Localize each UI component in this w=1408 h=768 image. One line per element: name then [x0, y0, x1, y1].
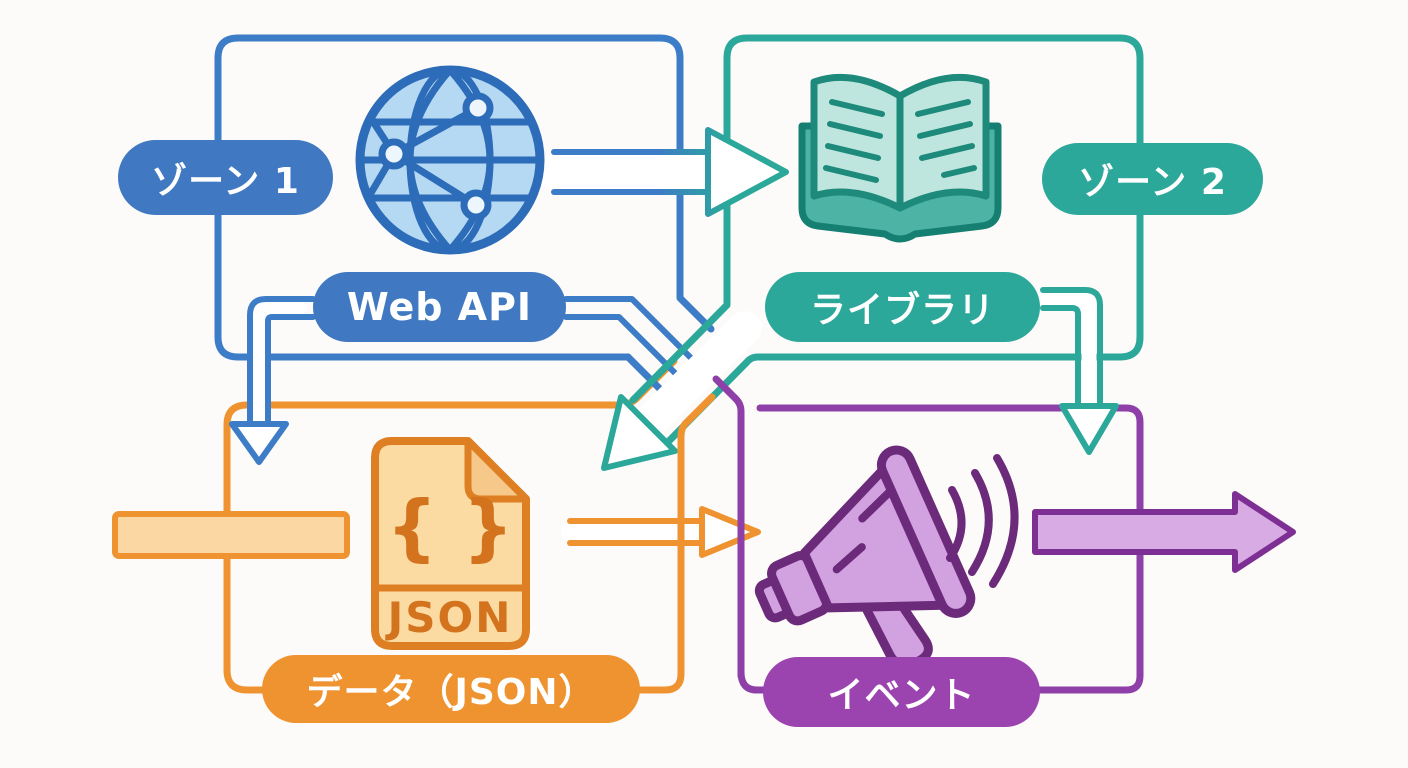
library-label-pill: ライブラリ — [765, 272, 1040, 342]
event-box-left-border — [712, 375, 745, 680]
megaphone-icon — [754, 445, 1019, 670]
globe-to-book-arrow — [536, 127, 789, 217]
zone2-label-pill: ゾーン 2 — [1042, 143, 1263, 215]
open-book-icon — [798, 73, 1002, 243]
json-label: JSON — [385, 593, 513, 642]
left-inlet-bar — [112, 511, 350, 559]
json-file-icon: { } JSON — [371, 437, 530, 650]
data-box-right-border — [638, 393, 716, 694]
json-to-megaphone-arrow — [561, 506, 761, 558]
event-zone-box — [737, 404, 1144, 694]
event-outlet-arrow — [1032, 491, 1296, 573]
zone1-label-pill: ゾーン 1 — [118, 140, 333, 215]
webapi-down-to-data-arrow — [229, 296, 316, 465]
globe-network-icon — [355, 65, 545, 255]
library-diagonal-arrowhead — [601, 394, 678, 471]
library-zone-box — [629, 34, 1144, 447]
event-label-pill: イベント — [763, 657, 1040, 727]
library-diagonal-arrow-underlay — [633, 311, 762, 439]
webapi-diagonal-arrow — [563, 296, 703, 388]
sound-waves-icon — [946, 454, 1019, 588]
json-braces: { } — [386, 485, 514, 569]
library-down-to-event-arrow — [1037, 287, 1119, 455]
data-label-pill: データ（JSON） — [262, 655, 640, 723]
webapi-label-pill: Web API — [313, 272, 566, 342]
